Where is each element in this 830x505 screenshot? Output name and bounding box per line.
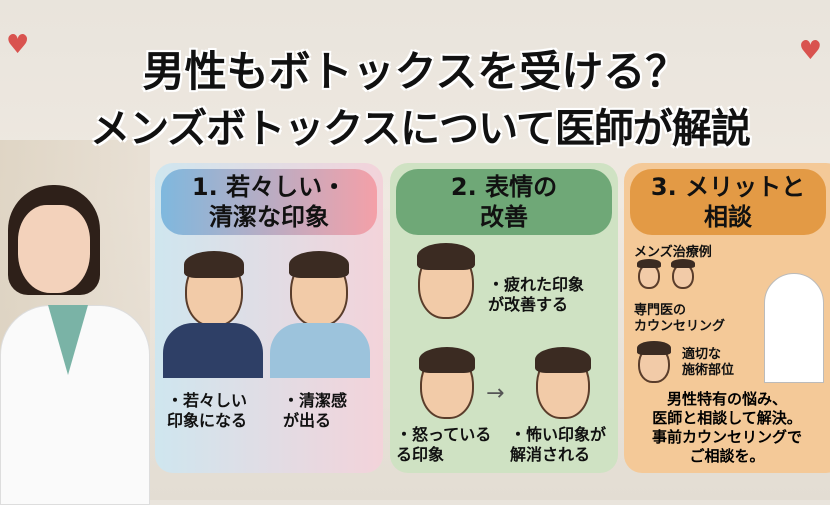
title-line-2: メンズボトックスについて医師が解説 — [90, 106, 751, 152]
title-line-1: 男性もボトックスを受ける？ — [142, 47, 688, 96]
label-counseling: 専門医の カウンセリング — [634, 303, 726, 334]
caption-scary: ・怖い印象が 解消される — [510, 425, 607, 464]
label-mens-cases: メンズ治療例 — [634, 245, 712, 260]
caption-tired: ・疲れた印象 が改善する — [488, 275, 585, 314]
panel-merit-consult: 3. メリットと 相談 メンズ治療例 専門医の カウンセリング 適切な 施術部位… — [624, 163, 830, 473]
female-doctor-icon — [764, 273, 824, 383]
caption-angry: ・怒っている る印象 — [396, 425, 492, 464]
arrow-right-icon: → — [486, 381, 505, 406]
young-man-face — [184, 251, 244, 327]
heart-hand-icon: ♥ — [6, 30, 30, 60]
suit-body — [163, 323, 263, 378]
panel-heading: 1. 若々しい・ 清潔な印象 — [161, 169, 377, 235]
tired-face — [417, 243, 475, 319]
panel-heading: 3. メリットと 相談 — [630, 169, 826, 235]
doctor-illustration — [0, 175, 160, 505]
clean-man-face — [289, 251, 349, 327]
panel-young-clean: 1. 若々しい・ 清潔な印象 ・若々しい 印象になる ・清潔感 が出る — [155, 163, 383, 473]
treatment-face — [637, 341, 671, 383]
shirt-body — [270, 323, 370, 378]
before-face — [637, 259, 661, 289]
after-face — [671, 259, 695, 289]
panel-heading: 2. 表情の 改善 — [396, 169, 612, 235]
smiling-face — [535, 347, 591, 419]
panel-expression: 2. 表情の 改善 ・疲れた印象 が改善する → ・怒っている る印象 ・怖い印… — [390, 163, 618, 473]
label-treatment-area: 適切な 施術部位 — [682, 347, 735, 378]
angry-face — [419, 347, 475, 419]
caption-clean: ・清潔感 が出る — [283, 391, 348, 430]
caption-young: ・若々しい 印象になる — [167, 391, 248, 430]
heart-hand-icon: ♥ — [798, 36, 822, 66]
summary-text: 男性特有の悩み、 医師と相談して解決。 事前カウンセリングで ご相談を。 — [651, 390, 802, 465]
